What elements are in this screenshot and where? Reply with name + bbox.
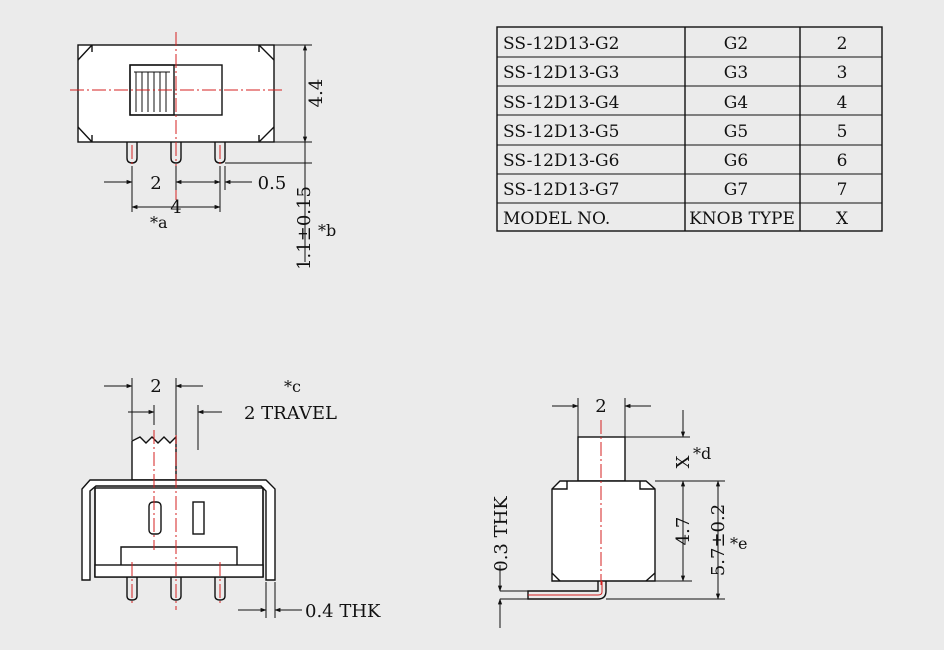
side-view: 2 X *d 4.7 5.7±0.2 *e 0.3 THK bbox=[491, 396, 747, 628]
x-dim: X bbox=[673, 455, 694, 468]
total-height-note: *e bbox=[730, 534, 747, 553]
model-table: SS-12D13-G2 G2 2 SS-12D13-G3 G3 3 SS-12D… bbox=[496, 26, 883, 232]
table-row: SS-12D13-G5 G5 5 bbox=[503, 122, 847, 142]
pin-span-dim: 4 bbox=[170, 197, 181, 218]
model-cell: SS-12D13-G4 bbox=[503, 93, 619, 113]
x-cell: 3 bbox=[837, 63, 848, 83]
table-row: SS-12D13-G4 G4 4 bbox=[503, 93, 847, 113]
table-row: SS-12D13-G3 G3 3 bbox=[503, 63, 847, 83]
table-row: SS-12D13-G6 G6 6 bbox=[503, 151, 847, 171]
pin-length-dim: 1.1±0.15 bbox=[294, 186, 315, 270]
model-cell: SS-12D13-G3 bbox=[503, 63, 619, 83]
header-x: X bbox=[836, 209, 849, 229]
knob-grip bbox=[134, 71, 170, 112]
model-cell: SS-12D13-G2 bbox=[503, 34, 619, 54]
x-cell: 7 bbox=[837, 180, 848, 200]
side-thk-dim: 0.3 THK bbox=[491, 496, 512, 572]
knob-cell: G3 bbox=[724, 63, 748, 83]
table-row: SS-12D13-G2 G2 2 bbox=[503, 34, 847, 54]
header-model: MODEL NO. bbox=[503, 209, 610, 229]
x-cell: 6 bbox=[837, 151, 848, 171]
top-height-dim: 4.4 bbox=[306, 79, 327, 108]
pin-span-note: *a bbox=[150, 213, 168, 232]
x-cell: 2 bbox=[837, 34, 848, 54]
front-view: 2 *c 2 TRAVEL 0.4 THK bbox=[81, 376, 381, 622]
table-header-row: MODEL NO. KNOB TYPE X bbox=[503, 209, 849, 229]
knob-cell: G2 bbox=[724, 34, 748, 54]
body-height-dim: 4.7 bbox=[673, 517, 694, 546]
pin-length-note: *b bbox=[318, 221, 336, 240]
model-cell: SS-12D13-G7 bbox=[503, 180, 619, 200]
knob-cell: G5 bbox=[724, 122, 748, 142]
x-cell: 4 bbox=[837, 93, 848, 113]
top-view: 4.4 1.1±0.15 *b 2 0.5 4 *a bbox=[70, 32, 336, 270]
model-cell: SS-12D13-G6 bbox=[503, 151, 619, 171]
front-thk-dim: 0.4 THK bbox=[305, 601, 381, 622]
travel-dim: 2 TRAVEL bbox=[244, 403, 337, 424]
x-note: *d bbox=[693, 444, 711, 463]
model-cell: SS-12D13-G5 bbox=[503, 122, 619, 142]
total-height-dim: 5.7±0.2 bbox=[708, 504, 729, 576]
front-knob-dim: 2 bbox=[150, 376, 161, 397]
pin-width-dim: 0.5 bbox=[258, 173, 287, 194]
side-knob-dim: 2 bbox=[595, 396, 606, 417]
knob-cell: G6 bbox=[724, 151, 748, 171]
travel-note: *c bbox=[284, 377, 301, 396]
pin-pitch-dim: 2 bbox=[150, 173, 161, 194]
knob-cell: G7 bbox=[724, 180, 748, 200]
knob-cell: G4 bbox=[724, 93, 748, 113]
table-row: SS-12D13-G7 G7 7 bbox=[503, 180, 847, 200]
x-cell: 5 bbox=[837, 122, 848, 142]
header-knob: KNOB TYPE bbox=[689, 209, 795, 229]
